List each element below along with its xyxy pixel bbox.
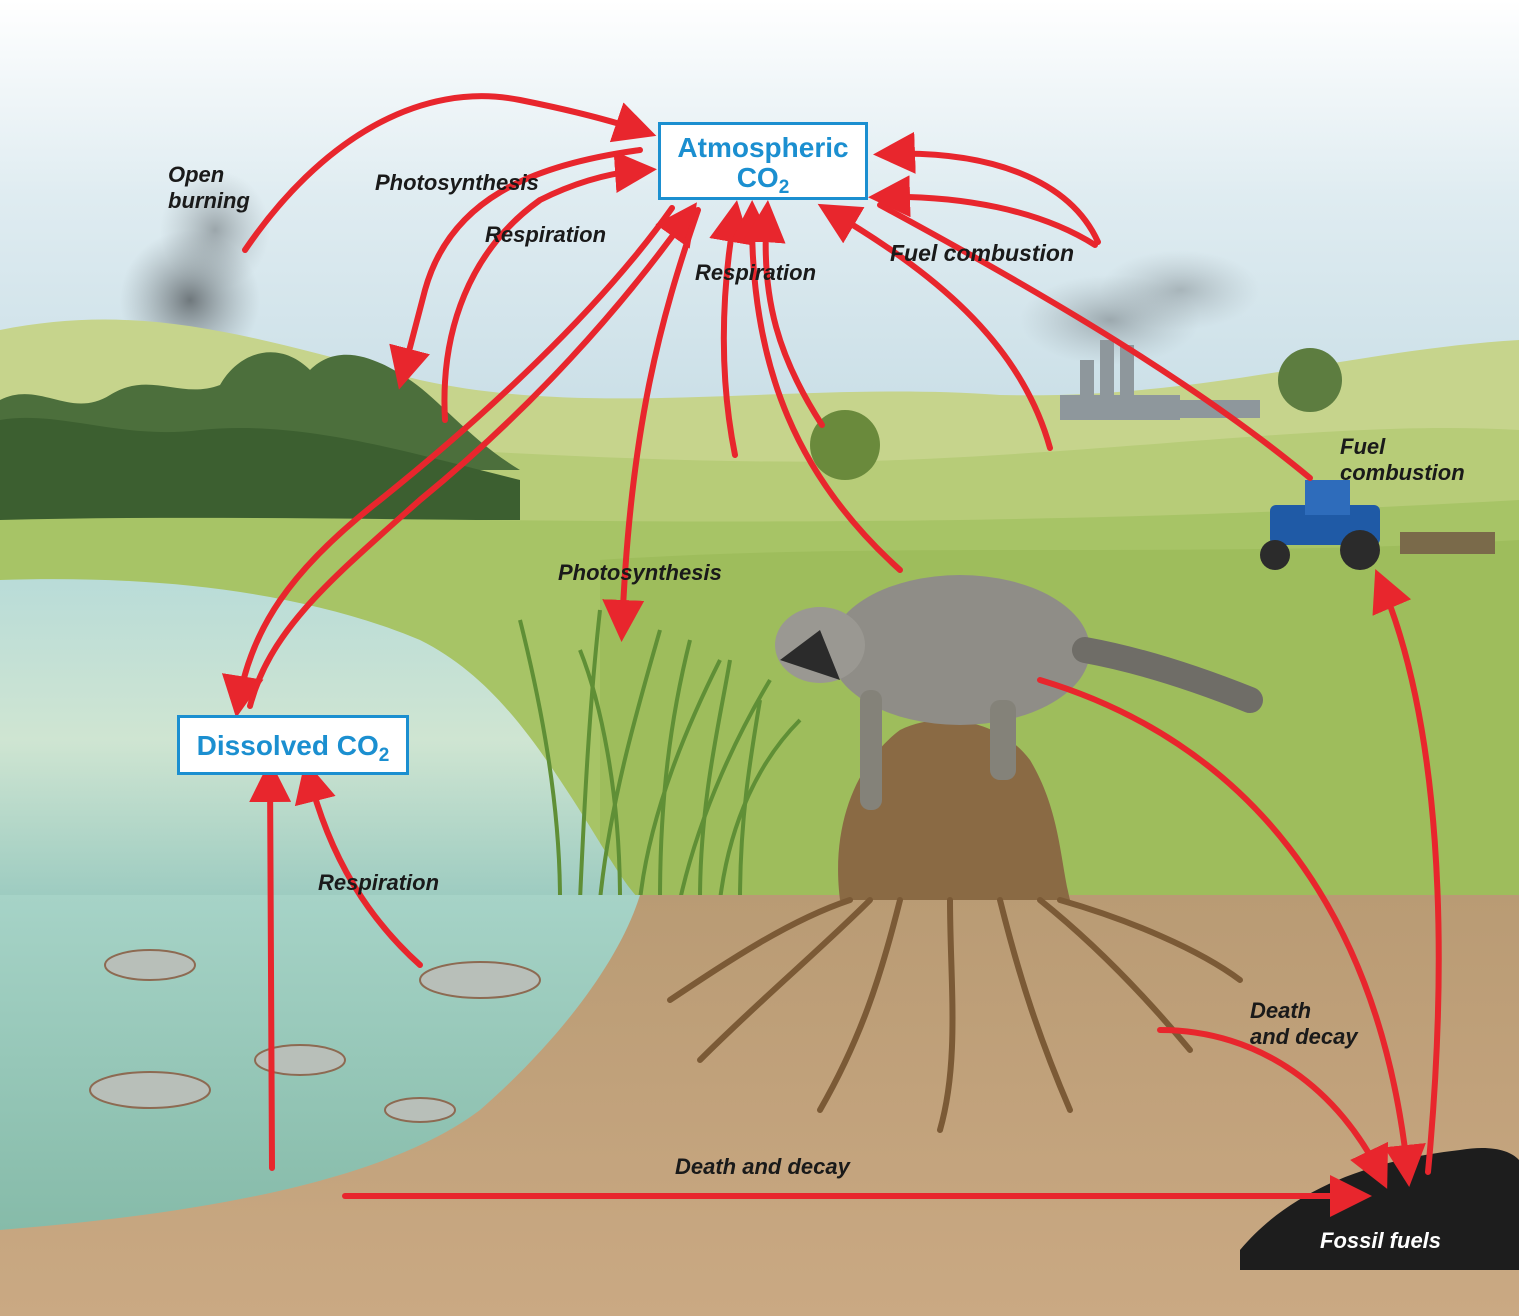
atmospheric-box-line1: Atmospheric [661,133,865,163]
label-fuel-combustion-tractor: Fuel combustion [1340,434,1465,486]
label-death-decay-right: Death and decay [1250,998,1358,1050]
label-death-decay-bottom: Death and decay [675,1154,850,1180]
atmospheric-box-line2: CO2 [661,163,865,203]
label-photosynthesis-left: Photosynthesis [375,170,539,196]
atmospheric-co2-box: Atmospheric CO2 [658,122,868,200]
label-open-burning: Open burning [168,162,250,214]
label-fuel-combustion-factory: Fuel combustion [890,240,1074,266]
tree-right [1278,348,1342,412]
atmospheric-co2-base: CO [737,162,779,193]
label-photosynthesis-reeds: Photosynthesis [558,560,722,586]
label-respiration-trees: Respiration [485,222,606,248]
label-respiration-center: Respiration [695,260,816,286]
dissolved-co2-base: Dissolved CO [197,730,379,761]
dissolved-co2-box: Dissolved CO2 [177,715,409,775]
arrow-sediment-to-dissolved [270,772,272,1168]
label-respiration-fish: Respiration [318,870,439,896]
dissolved-co2-subscript: 2 [379,745,390,766]
atmospheric-co2-subscript: 2 [779,177,790,198]
label-fossil-fuels: Fossil fuels [1320,1228,1441,1254]
